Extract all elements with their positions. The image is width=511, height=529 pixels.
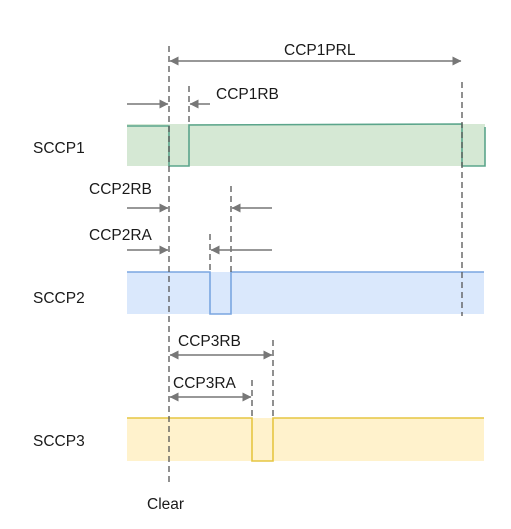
clear-label: Clear [147,496,184,513]
sccp2-waveform [127,271,484,315]
ccp1rb-label: CCP1RB [216,86,279,103]
ccp3ra-label: CCP3RA [173,375,237,392]
sccp1-band [127,124,485,166]
ccp1prl-label: CCP1PRL [284,42,356,59]
ccp2ra-label: CCP2RA [89,227,153,244]
sccp1-label: SCCP1 [33,140,85,157]
ccp2rb-label: CCP2RB [89,181,152,198]
sccp1-row: SCCP1 [33,123,486,167]
guide-lines [168,46,463,486]
sccp2-band [127,272,484,314]
sccp2-label: SCCP2 [33,290,85,307]
sccp2-row: SCCP2 [33,271,484,315]
arrows [127,56,462,402]
sccp3-label: SCCP3 [33,433,85,450]
sccp3-band [127,418,484,461]
ccp3rb-label: CCP3RB [178,333,241,350]
sccp3-row: SCCP3 [33,417,484,462]
sccp3-waveform [127,417,484,462]
